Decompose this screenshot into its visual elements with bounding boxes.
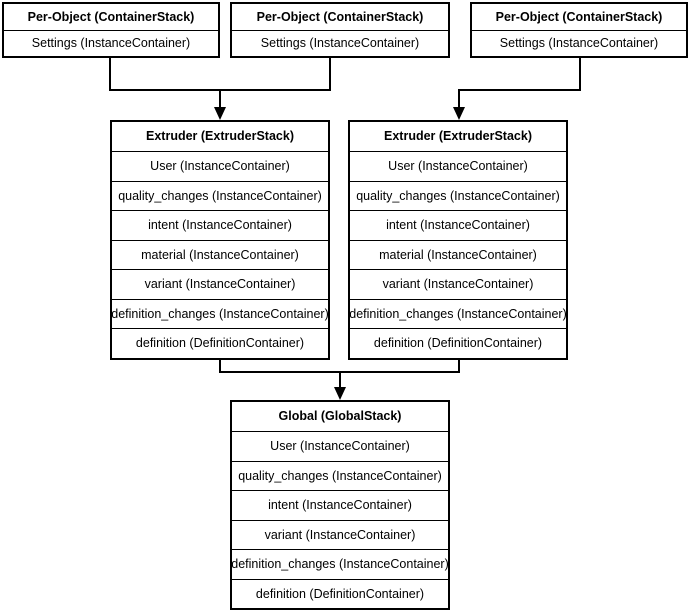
node-row-definition-changes: definition_changes (InstanceContainer) [350,298,566,329]
node-row-settings: Settings (InstanceContainer) [4,29,218,56]
node-per-object-3[interactable]: Per-Object (ContainerStack) Settings (In… [470,2,688,58]
node-row-definition: definition (DefinitionContainer) [232,578,448,608]
node-per-object-2[interactable]: Per-Object (ContainerStack) Settings (In… [230,2,450,58]
node-extruder-right[interactable]: Extruder (ExtruderStack) User (InstanceC… [348,120,568,360]
node-row-settings: Settings (InstanceContainer) [472,29,686,56]
arrowhead-extruder-right [453,107,465,120]
node-row-variant: variant (InstanceContainer) [350,269,566,299]
edge-perobject1-to-extruder-left [109,58,331,91]
arrowhead-global [334,387,346,400]
node-row-definition: definition (DefinitionContainer) [112,328,328,358]
node-row-material: material (InstanceContainer) [112,239,328,270]
node-row-user: User (InstanceContainer) [112,151,328,181]
node-row-user: User (InstanceContainer) [232,431,448,460]
arrowhead-extruder-left [214,107,226,120]
node-row-definition-changes: definition_changes (InstanceContainer) [112,298,328,329]
node-row-settings: Settings (InstanceContainer) [232,29,448,56]
node-header: Per-Object (ContainerStack) [27,9,195,24]
node-row-quality-changes: quality_changes (InstanceContainer) [232,460,448,490]
node-global[interactable]: Global (GlobalStack) User (InstanceConta… [230,400,450,610]
node-row-definition-changes: definition_changes (InstanceContainer) [232,549,448,578]
node-header: Extruder (ExtruderStack) [146,129,294,144]
node-header: Global (GlobalStack) [278,409,402,424]
node-row-quality-changes: quality_changes (InstanceContainer) [112,180,328,211]
node-per-object-1[interactable]: Per-Object (ContainerStack) Settings (In… [2,2,220,58]
node-header: Per-Object (ContainerStack) [495,9,663,24]
node-row-intent: intent (InstanceContainer) [232,490,448,519]
edge-perobject3-to-extruder-right [458,58,581,112]
node-row-intent: intent (InstanceContainer) [112,210,328,240]
node-row-variant: variant (InstanceContainer) [112,269,328,299]
node-row-quality-changes: quality_changes (InstanceContainer) [350,180,566,211]
node-header: Extruder (ExtruderStack) [384,129,532,144]
edge-extruders-to-global [219,360,460,373]
node-row-variant: variant (InstanceContainer) [232,519,448,549]
node-row-intent: intent (InstanceContainer) [350,210,566,240]
node-row-user: User (InstanceContainer) [350,151,566,181]
node-row-material: material (InstanceContainer) [350,239,566,270]
node-header: Per-Object (ContainerStack) [256,9,424,24]
node-extruder-left[interactable]: Extruder (ExtruderStack) User (InstanceC… [110,120,330,360]
node-row-definition: definition (DefinitionContainer) [350,328,566,358]
